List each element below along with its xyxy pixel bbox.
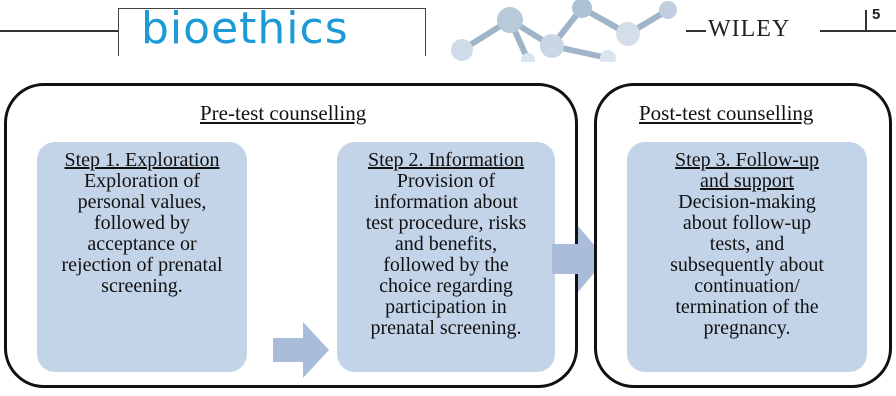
step-3-box: Step 3. Follow-up and support Decision-m… — [627, 142, 867, 372]
step-2-line: Provision of — [396, 170, 496, 192]
page-number: 5 — [872, 6, 881, 23]
step-3-title-line: Step 3. Follow-up — [675, 149, 819, 171]
step-2-line: participation in — [385, 296, 507, 318]
step-2-box: Step 2. Information Provision of informa… — [337, 142, 555, 372]
step-1-title: Step 1. Exploration — [64, 149, 220, 171]
step-2-line: test procedure, risks — [365, 212, 527, 234]
step-2-line: followed by the — [383, 254, 509, 276]
pre-test-title: Pre-test counselling — [200, 101, 367, 125]
step-2-title: Step 2. Information — [367, 149, 525, 171]
header-rule-right — [820, 30, 896, 32]
step-1-line: screening. — [101, 275, 183, 297]
step-3-title-line: and support — [700, 170, 794, 192]
step-1-line: followed by — [93, 212, 191, 234]
journal-brand-box — [118, 8, 426, 56]
step-1-line: personal values, — [77, 191, 207, 213]
step-2-description: Provision of information about test proc… — [337, 171, 555, 339]
header-rule-mid — [686, 30, 706, 32]
step-1-line: rejection of prenatal — [61, 254, 223, 276]
right-arrow-icon — [552, 226, 606, 292]
step-1-box: Step 1. Exploration Exploration of perso… — [37, 142, 247, 372]
step-2-line: and benefits, — [394, 233, 498, 255]
step-3-line: tests, and — [709, 233, 785, 255]
step-3-line: subsequently about — [670, 254, 824, 276]
step-3-line: about follow-up — [682, 212, 812, 234]
step-2-line: information about — [374, 191, 518, 213]
pre-test-phase: Pre-test counselling Step 1. Exploration… — [4, 83, 578, 388]
step-3-line: continuation/ — [694, 275, 800, 297]
step-3-title: Step 3. Follow-up and support — [627, 150, 867, 192]
post-test-phase: Post-test counselling Step 3. Follow-up … — [594, 83, 892, 388]
post-test-title: Post-test counselling — [639, 101, 814, 125]
publisher-name: WILEY — [708, 16, 791, 42]
step-3-description: Decision-making about follow-up tests, a… — [627, 192, 867, 339]
step-3-line: pregnancy. — [703, 317, 791, 339]
header-rule-tick — [865, 10, 867, 31]
step-2-line: prenatal screening. — [370, 317, 522, 339]
header-rule-left — [0, 30, 118, 32]
step-3-line: termination of the — [675, 296, 819, 318]
right-arrow-icon — [273, 322, 329, 378]
step-1-line: Exploration of — [83, 170, 201, 192]
step-2-line: choice regarding — [379, 275, 513, 297]
step-1-description: Exploration of personal values, followed… — [37, 171, 247, 297]
step-1-line: acceptance or — [87, 233, 197, 255]
molecule-icon — [451, 0, 677, 62]
journal-name: bioethics — [141, 3, 349, 54]
step-3-line: Decision-making — [678, 191, 816, 213]
